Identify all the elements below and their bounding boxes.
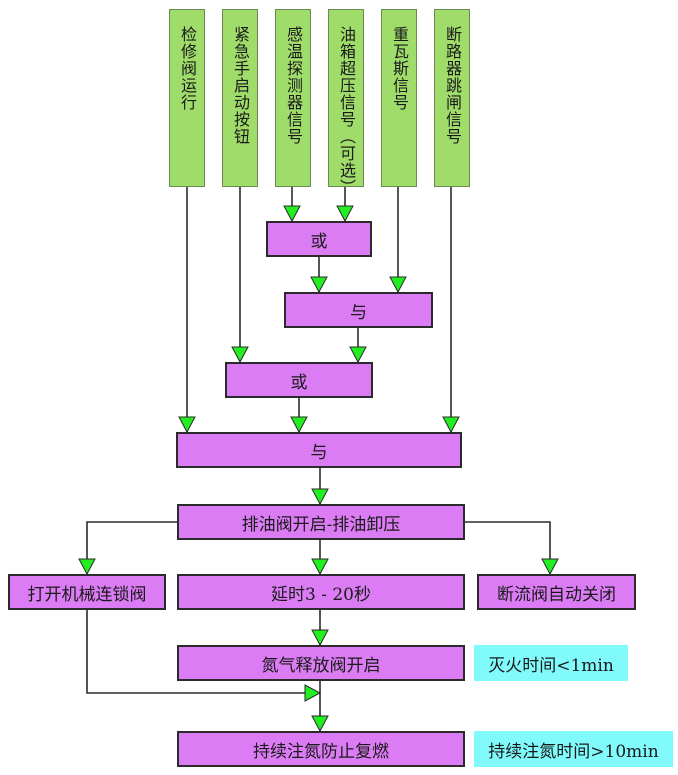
input-emergency-button: 紧急手启动按钮 bbox=[222, 9, 258, 187]
step-sustain-nitrogen: 持续注氮防止复燃 bbox=[177, 731, 465, 767]
arrowhead-down-icon bbox=[311, 629, 329, 647]
input-label: 紧急手启动按钮 bbox=[231, 26, 250, 145]
arrowhead-down-icon bbox=[310, 276, 328, 294]
input-label: 油箱超压信号（可选） bbox=[337, 26, 356, 196]
step-cutoff-valve-close: 断流阀自动关闭 bbox=[477, 574, 636, 610]
edge-interlock-sustain bbox=[86, 610, 320, 694]
gate-and-2: 与 bbox=[176, 432, 462, 468]
arrowhead-down-icon bbox=[389, 276, 407, 294]
arrowhead-down-icon bbox=[290, 416, 308, 434]
input-label: 重瓦斯信号 bbox=[390, 26, 409, 111]
arrowhead-down-icon bbox=[442, 416, 460, 434]
input-label: 检修阀运行 bbox=[178, 26, 197, 111]
arrowhead-down-icon bbox=[336, 205, 354, 223]
input-heavy-gas: 重瓦斯信号 bbox=[381, 9, 417, 187]
step-nitrogen-valve-open: 氮气释放阀开启 bbox=[177, 645, 465, 681]
note-nitrogen-duration: 持续注氮时间>10min bbox=[474, 731, 673, 767]
arrowhead-down-icon bbox=[311, 715, 329, 733]
arrowhead-down-icon bbox=[311, 558, 329, 576]
edge-drain-interlock bbox=[86, 521, 177, 574]
input-label: 感温探测器信号 bbox=[284, 26, 303, 145]
input-tank-overpressure: 油箱超压信号（可选） bbox=[328, 9, 364, 196]
gate-or-2: 或 bbox=[225, 362, 373, 398]
arrowhead-down-icon bbox=[231, 346, 249, 364]
input-maintenance-valve: 检修阀运行 bbox=[169, 9, 205, 187]
input-temperature-detector: 感温探测器信号 bbox=[275, 9, 311, 187]
arrowhead-right-icon bbox=[304, 684, 322, 702]
input-label: 断路器跳闸信号 bbox=[443, 26, 462, 145]
step-delay: 延时3 - 20秒 bbox=[177, 574, 465, 610]
arrowhead-down-icon bbox=[541, 558, 559, 576]
edge-drain-cutoff bbox=[465, 521, 551, 574]
arrowhead-down-icon bbox=[311, 488, 329, 506]
arrowhead-down-icon bbox=[78, 558, 96, 576]
arrowhead-down-icon bbox=[178, 416, 196, 434]
input-breaker-trip: 断路器跳闸信号 bbox=[434, 9, 470, 187]
note-extinguish-time: 灭火时间<1min bbox=[474, 645, 628, 681]
step-drain-valve-open: 排油阀开启-排油卸压 bbox=[177, 504, 465, 540]
gate-and-1: 与 bbox=[284, 292, 433, 328]
gate-or-1: 或 bbox=[266, 221, 372, 257]
arrowhead-down-icon bbox=[283, 205, 301, 223]
arrowhead-down-icon bbox=[349, 346, 367, 364]
step-open-interlock-valve: 打开机械连锁阀 bbox=[8, 574, 166, 610]
